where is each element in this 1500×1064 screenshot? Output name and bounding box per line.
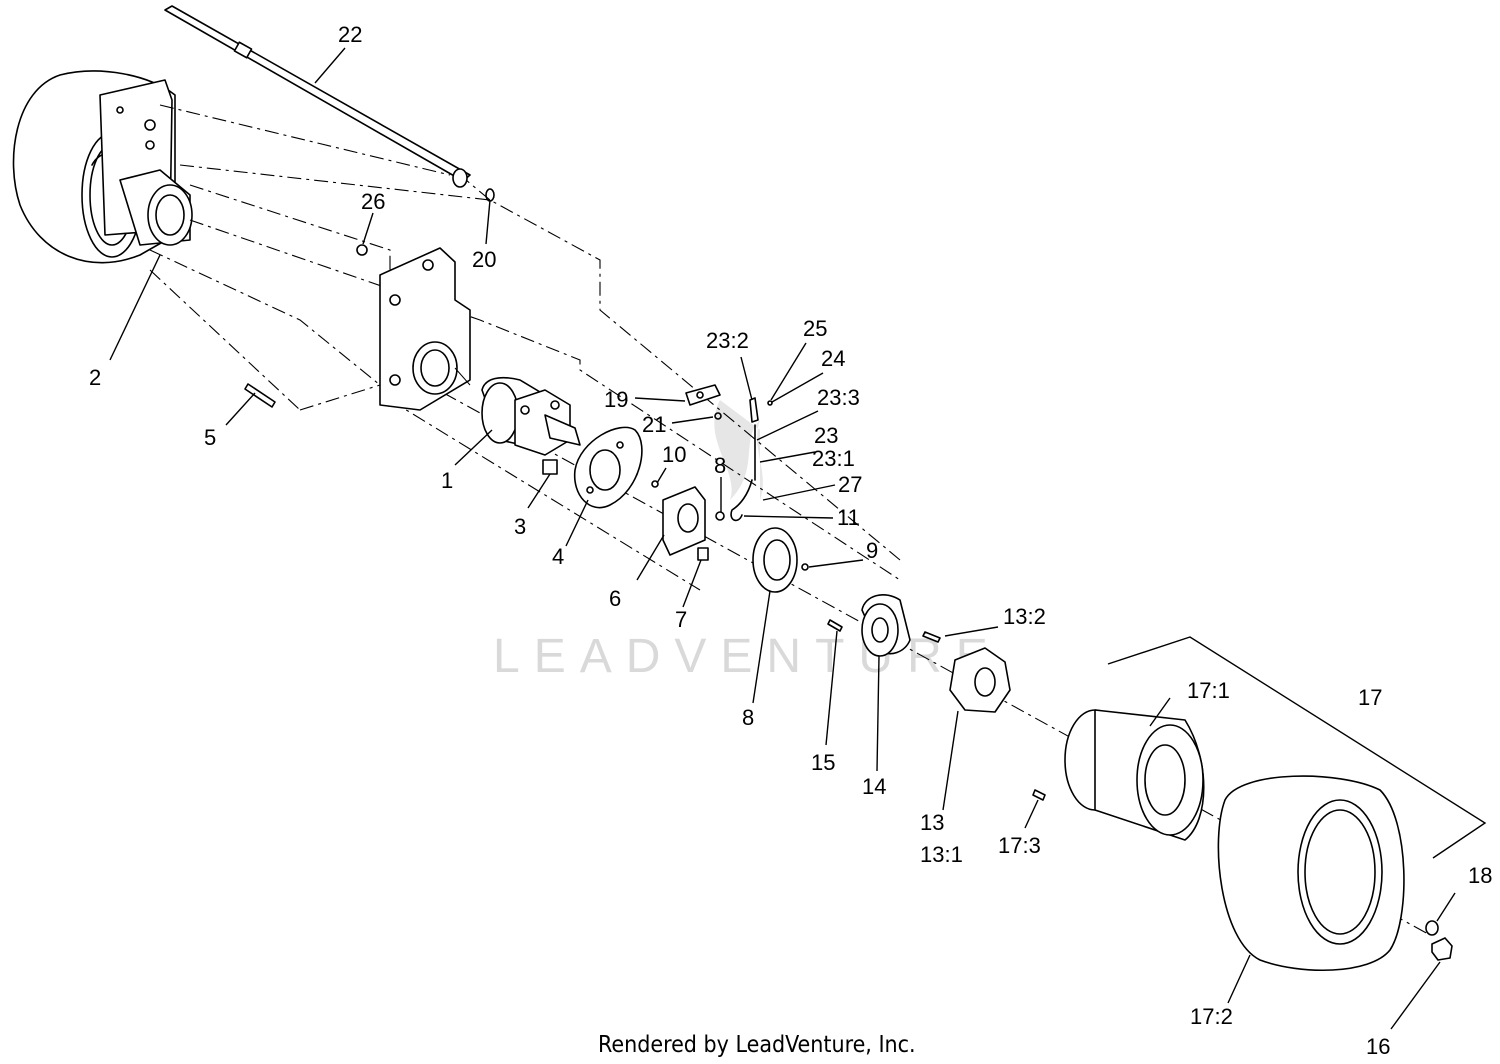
bolt-15 bbox=[827, 619, 843, 632]
hydraulic-motor bbox=[481, 376, 581, 456]
callout-16: 16 bbox=[1366, 1034, 1390, 1059]
callout-26: 26 bbox=[361, 189, 385, 214]
nut-3 bbox=[542, 459, 558, 475]
washer-18 bbox=[1425, 920, 1439, 936]
callout-2: 2 bbox=[89, 365, 101, 390]
callout-10: 10 bbox=[662, 442, 686, 467]
callout-1: 1 bbox=[441, 468, 453, 493]
leader-lines bbox=[109, 47, 1487, 1030]
nut-16 bbox=[1431, 937, 1453, 961]
nut-7 bbox=[697, 547, 709, 561]
hub-14 bbox=[861, 594, 911, 657]
callout-17-2: 17:2 bbox=[1190, 1004, 1233, 1029]
bolt-5 bbox=[244, 383, 276, 408]
callout-7: 7 bbox=[675, 607, 687, 632]
callout-17-1: 17:1 bbox=[1187, 678, 1230, 703]
backing-plate-4 bbox=[573, 426, 643, 509]
callout-23: 23 bbox=[814, 423, 838, 448]
callout-14: 14 bbox=[862, 774, 886, 799]
callout-17-3: 17:3 bbox=[998, 833, 1041, 858]
watermark-text: LEADVENTURE bbox=[493, 630, 1002, 683]
bolt-13-2 bbox=[922, 631, 941, 643]
callout-3: 3 bbox=[514, 514, 526, 539]
frame-bracket bbox=[379, 247, 471, 411]
callout-13: 13 bbox=[920, 810, 944, 835]
callout-21: 21 bbox=[642, 412, 666, 437]
callout-22: 22 bbox=[338, 22, 362, 47]
footer-credit: Rendered by LeadVenture, Inc. bbox=[598, 1032, 916, 1058]
callout-15: 15 bbox=[811, 750, 835, 775]
callout-4: 4 bbox=[552, 544, 564, 569]
rim-17-1 bbox=[1064, 709, 1205, 841]
callout-23-3: 23:3 bbox=[817, 385, 860, 410]
callout-8-lower: 8 bbox=[742, 705, 754, 730]
callout-6: 6 bbox=[609, 586, 621, 611]
callout-8-upper: 8 bbox=[714, 453, 726, 478]
callout-20: 20 bbox=[472, 247, 496, 272]
callout-23-2: 23:2 bbox=[706, 328, 749, 353]
callout-19: 19 bbox=[604, 387, 628, 412]
bracket-6 bbox=[662, 486, 706, 556]
nut-26 bbox=[356, 244, 368, 256]
shaft-22 bbox=[164, 5, 471, 188]
stud-17-3 bbox=[1032, 789, 1046, 801]
callout-17: 17 bbox=[1358, 685, 1382, 710]
callout-labels: 22 26 20 2 5 1 3 4 19 21 10 6 7 8 8 23:2… bbox=[89, 22, 1492, 1059]
right-tire-17-2 bbox=[1217, 775, 1405, 972]
brake-drum-8 bbox=[752, 527, 809, 593]
callout-18: 18 bbox=[1468, 863, 1492, 888]
washer-20 bbox=[485, 188, 495, 202]
callout-27: 27 bbox=[838, 472, 862, 497]
adapter-13 bbox=[949, 647, 1011, 713]
callout-13-1: 13:1 bbox=[920, 842, 963, 867]
callout-25: 25 bbox=[803, 316, 827, 341]
left-wheel-assembly bbox=[12, 70, 193, 264]
callout-23-1: 23:1 bbox=[812, 446, 855, 471]
callout-13-2: 13:2 bbox=[1003, 604, 1046, 629]
callout-5: 5 bbox=[204, 425, 216, 450]
callout-11: 11 bbox=[837, 505, 860, 530]
callout-24: 24 bbox=[821, 346, 845, 371]
brake-cable-23 bbox=[685, 384, 773, 522]
callout-9: 9 bbox=[866, 538, 878, 563]
bolt-10 bbox=[651, 480, 659, 488]
